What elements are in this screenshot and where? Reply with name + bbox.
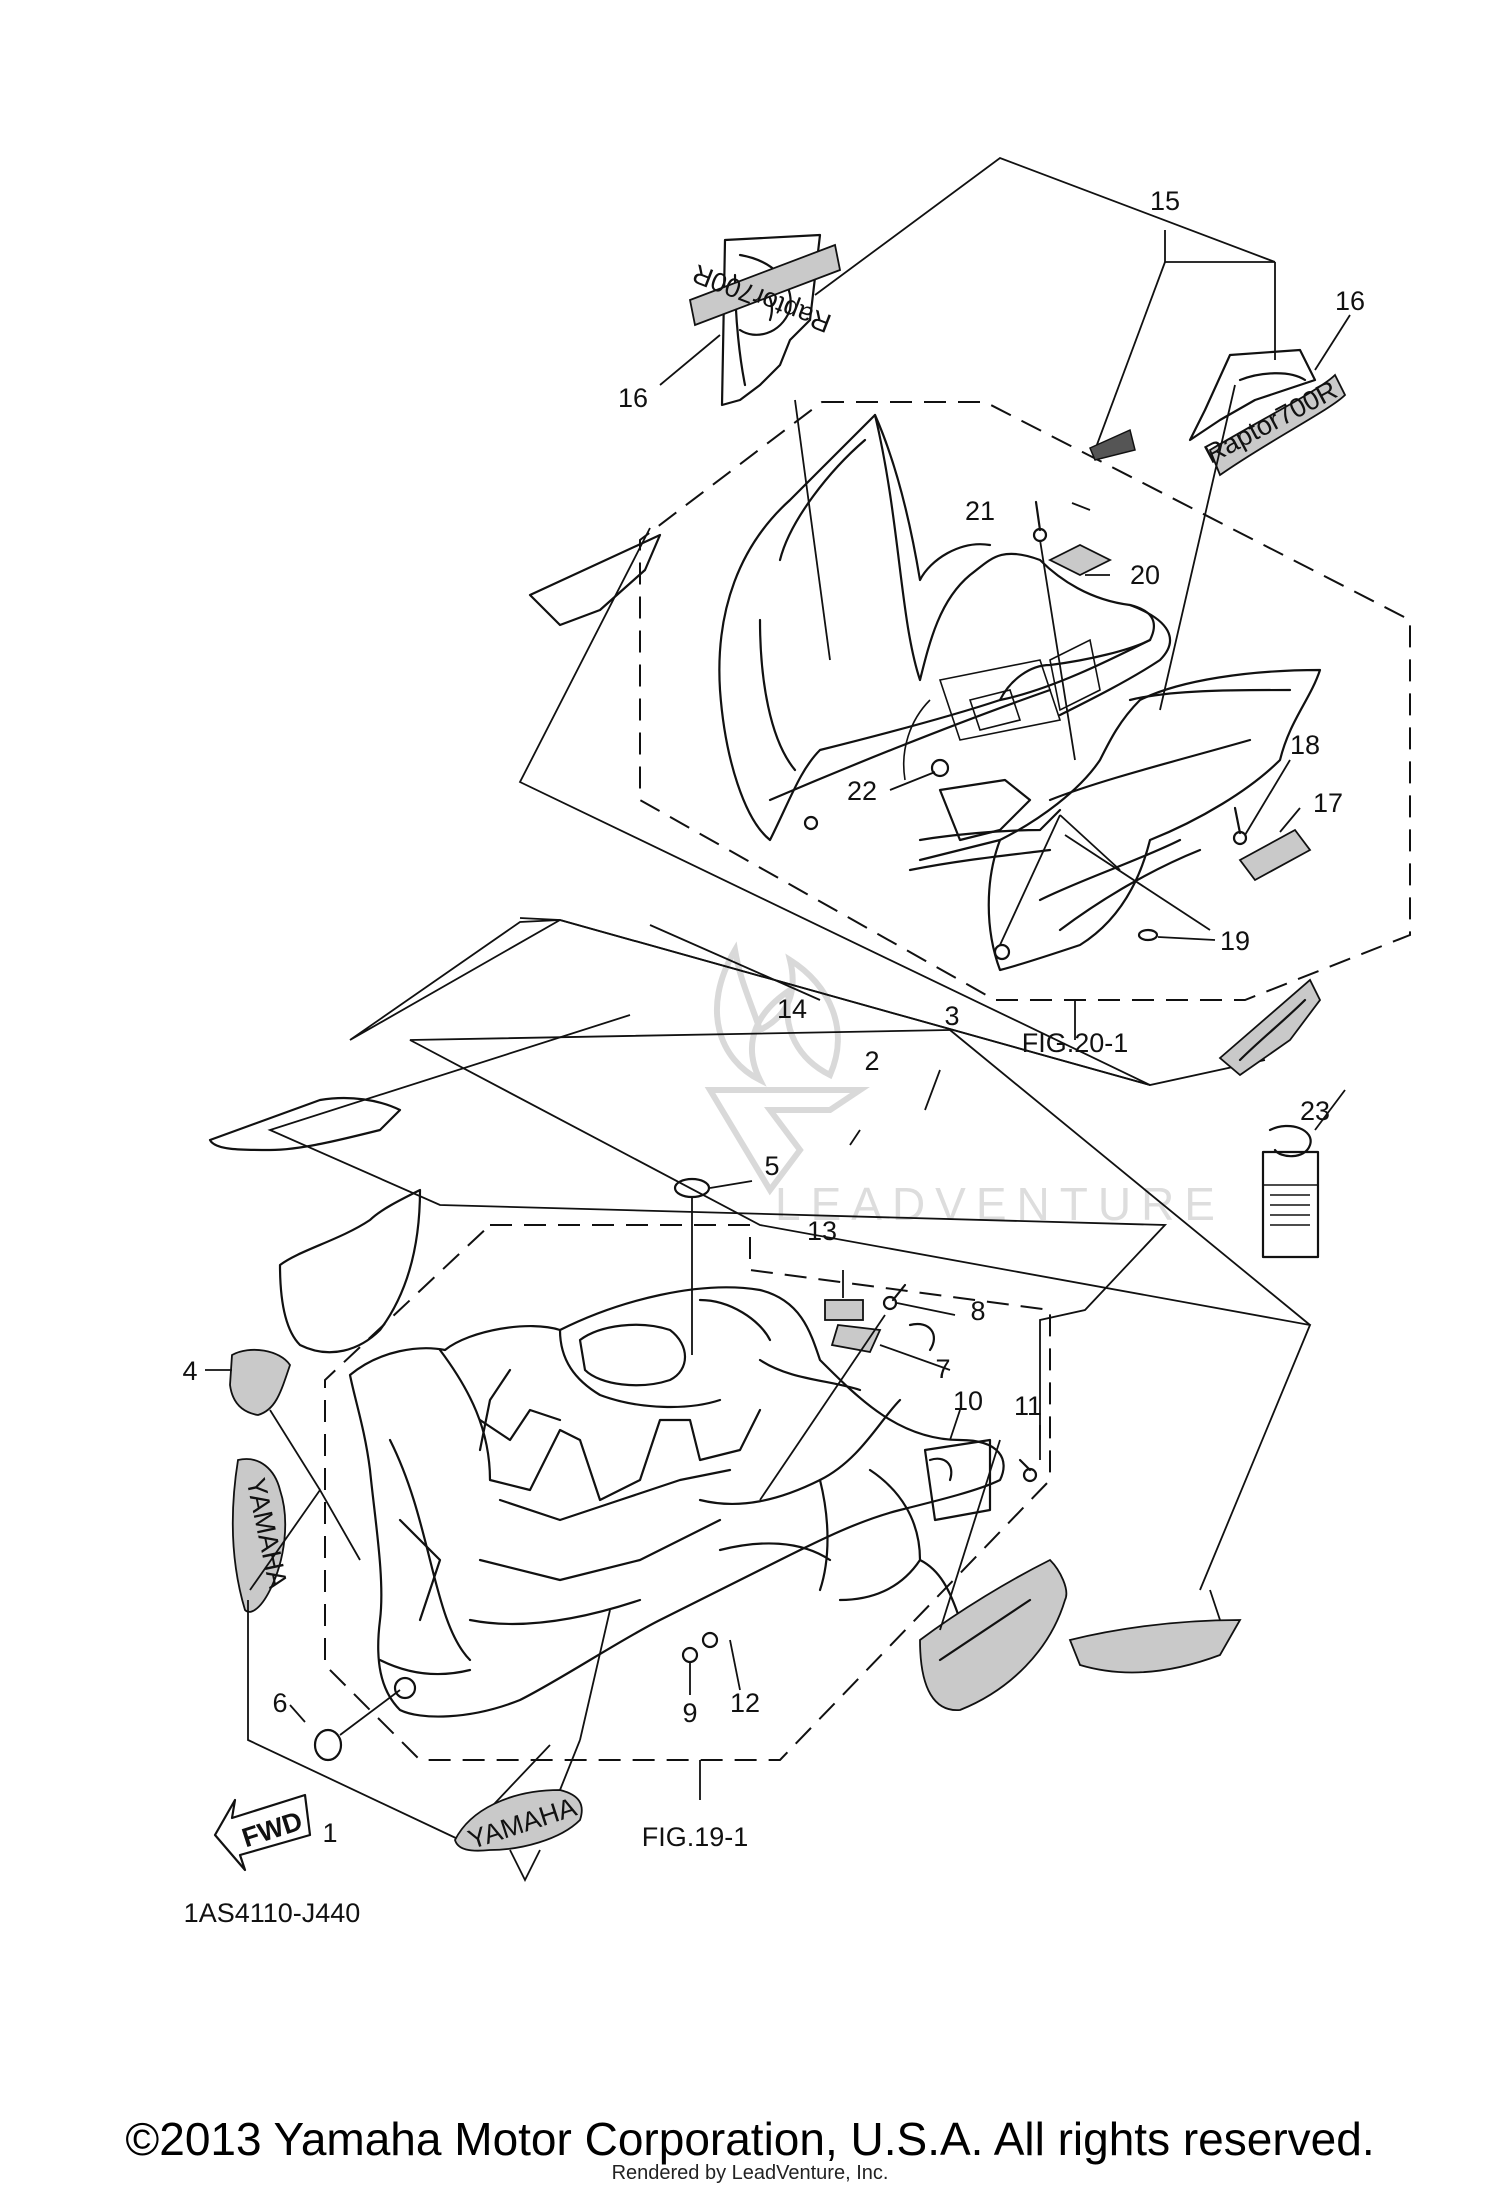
reflector-6 — [313, 1728, 343, 1762]
diagram-code: 1AS4110-J440 — [184, 1898, 361, 1928]
emblem-5 — [673, 1177, 711, 1199]
callout-18: 18 — [1290, 730, 1320, 760]
callout-1: 1 — [322, 1818, 337, 1848]
rear-fender-box — [639, 401, 1411, 1001]
callout-14: 14 — [777, 994, 807, 1024]
raptor-decal-right: Raptor700R — [1188, 348, 1347, 477]
rendered-by-notice: Rendered by LeadVenture, Inc. — [611, 2162, 889, 2184]
fwd-arrow-icon: FWD — [213, 1793, 312, 1872]
decal-14-right — [1218, 978, 1322, 1077]
callout-22: 22 — [847, 776, 877, 806]
callout-11: 11 — [1014, 1391, 1042, 1421]
bracket-14 — [349, 527, 1266, 1086]
screw-8 — [759, 1283, 956, 1501]
callout-7: 7 — [935, 1354, 950, 1384]
callout-6: 6 — [272, 1688, 287, 1718]
callout-9: 9 — [682, 1698, 697, 1728]
figure-ref-rear: FIG.20-1 — [1022, 1028, 1129, 1058]
washer-9 — [681, 1646, 699, 1664]
callout-16-left: 16 — [618, 383, 648, 413]
plate-10 — [923, 1438, 992, 1522]
washer-22 — [930, 758, 950, 778]
decal-triangle-left — [528, 533, 662, 627]
decal-yamaha-side: YAMAHA — [231, 1458, 551, 1842]
front-fender-part — [348, 1286, 1005, 1718]
rear-fender-part — [718, 413, 1322, 972]
callout-13: 13 — [807, 1216, 837, 1246]
bracket-3 — [409, 1029, 1312, 1591]
raptor-decal-left: Raptor700R — [688, 233, 842, 407]
callout-10: 10 — [953, 1386, 983, 1416]
callout-12: 12 — [730, 1688, 760, 1718]
decal-right-lower — [919, 1439, 1068, 1711]
washer-12 — [701, 1631, 719, 1649]
callout-labels: 15 16 16 21 20 18 17 22 19 14 FIG.20-1 3… — [182, 186, 1365, 1928]
copyright-notice: ©2013 Yamaha Motor Corporation, U.S.A. A… — [125, 2113, 1375, 2165]
callout-17: 17 — [1313, 788, 1343, 818]
bracket-2 — [267, 1014, 1168, 1440]
watermark-text: LEADVENTURE — [775, 1178, 1225, 1230]
callout-2: 2 — [864, 1046, 879, 1076]
callout-23: 23 — [1300, 1096, 1330, 1126]
callout-3: 3 — [944, 1001, 959, 1031]
watermark-logo: LEADVENTURE — [704, 941, 1225, 1230]
plate-7 — [830, 1324, 882, 1354]
raptor-decal-text-right: Raptor700R — [1199, 375, 1342, 470]
callout-21: 21 — [965, 496, 995, 526]
decal-yamaha-bottom: YAMAHA — [454, 1609, 611, 1883]
callout-19: 19 — [1220, 926, 1250, 956]
callout-20: 20 — [1130, 560, 1160, 590]
callout-8: 8 — [970, 1296, 985, 1326]
callout-5: 5 — [764, 1151, 779, 1181]
decal-right-far — [1068, 1589, 1242, 1674]
bracket-15 — [814, 156, 1276, 451]
leaders-upper — [649, 314, 1351, 1040]
plate-13 — [824, 1299, 864, 1321]
plate-17 — [1238, 828, 1312, 882]
tag-23 — [1261, 1089, 1346, 1259]
screw-11 — [1018, 1425, 1041, 1483]
pad-2 — [278, 1188, 422, 1354]
bolt-21 — [1032, 500, 1076, 761]
plate-20 — [1047, 543, 1113, 577]
decal-4 — [205, 1348, 321, 1491]
front-fender-box — [324, 1224, 1051, 1761]
figure-ref-front: FIG.19-1 — [642, 1822, 749, 1852]
clip-19 — [1137, 928, 1159, 942]
callout-16-right: 16 — [1335, 286, 1365, 316]
callout-15: 15 — [1150, 186, 1180, 216]
pad-left — [208, 1096, 402, 1152]
decal-triangle-15 — [1089, 428, 1136, 461]
callout-4: 4 — [182, 1356, 197, 1386]
screw-18 — [1232, 806, 1248, 846]
